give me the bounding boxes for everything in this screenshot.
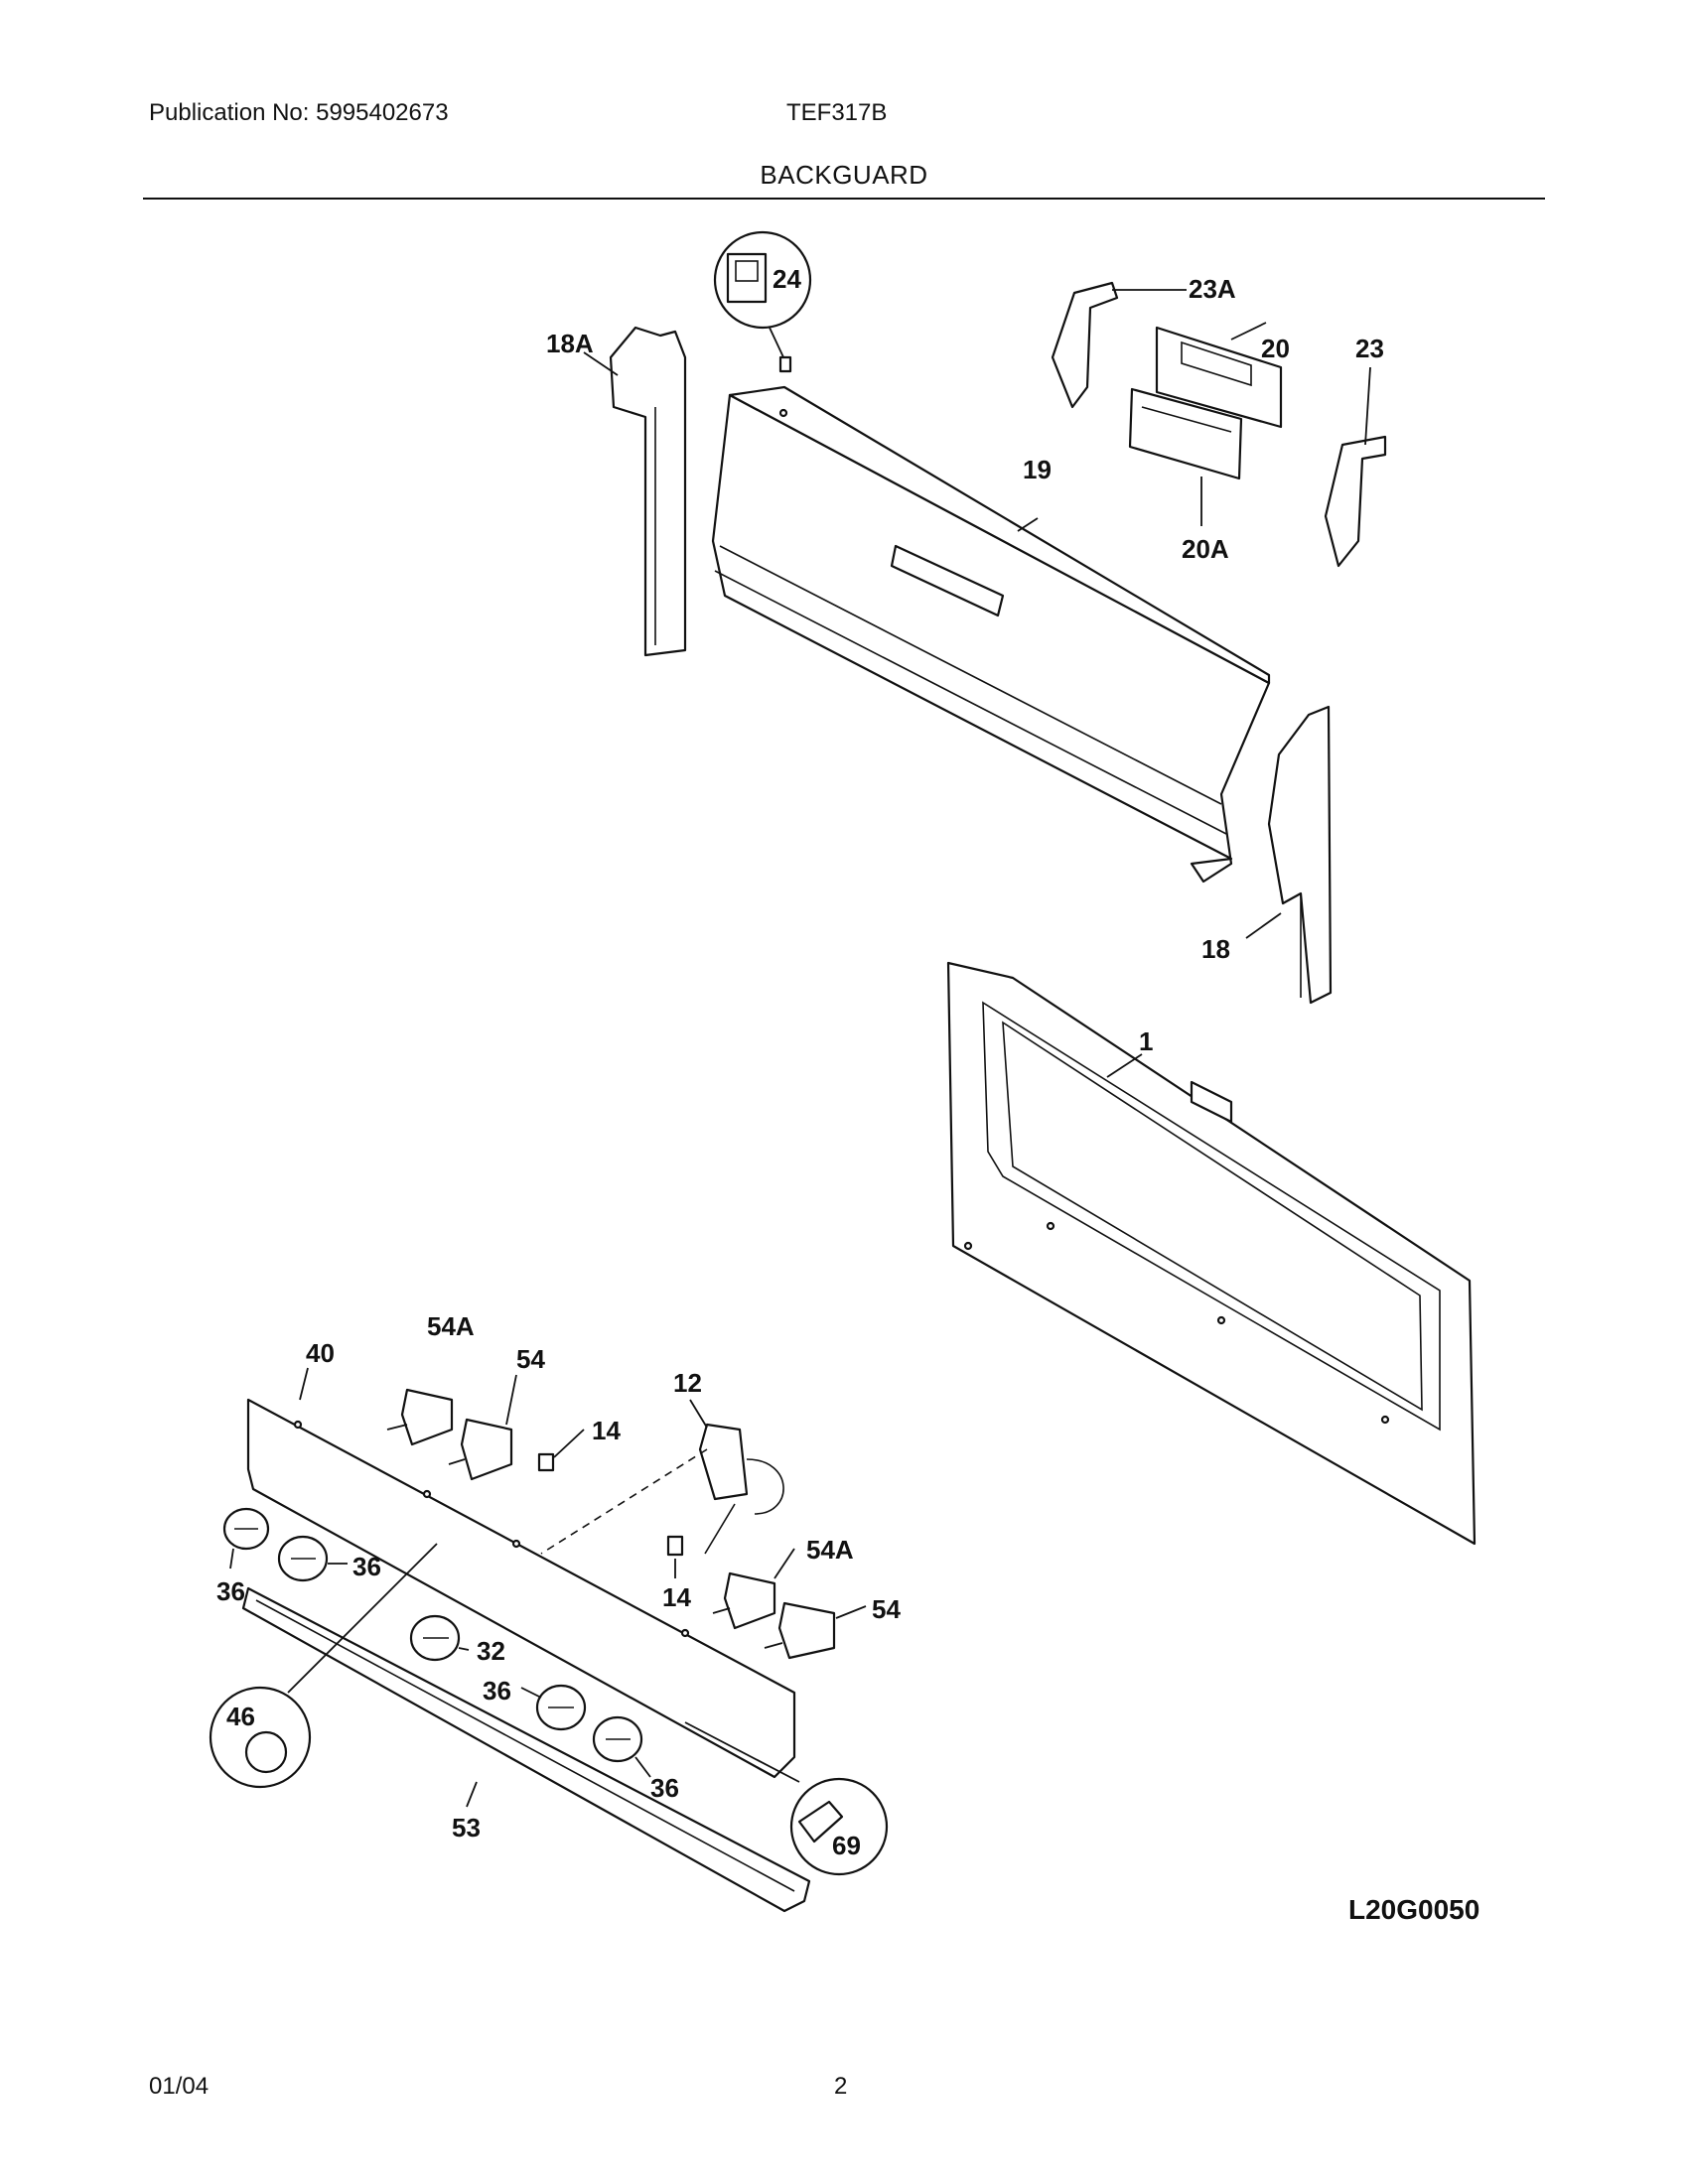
part-18A-end-bracket: [583, 326, 687, 657]
part-14-light-bottom: [666, 1535, 684, 1578]
callout-40: 40: [306, 1338, 335, 1368]
part-19-backguard-panel: [711, 385, 1271, 884]
callout-20A: 20A: [1182, 534, 1229, 564]
part-53-trim: [241, 1586, 811, 1913]
part-40-control-panel: [246, 1367, 796, 1779]
callout-36-third: 36: [483, 1676, 511, 1706]
knob-36-third: [520, 1684, 587, 1731]
section-title: BACKGUARD: [760, 160, 928, 190]
knob-36-left: [222, 1507, 270, 1570]
part-20A-overlay: [1128, 387, 1243, 526]
publication-number: Publication No: 5995402673: [149, 99, 449, 126]
callout-20: 20: [1261, 334, 1290, 363]
part-54A-switch-top: [386, 1388, 454, 1446]
callout-36-fourth: 36: [650, 1773, 679, 1803]
drawing-code: L20G0050: [1348, 1894, 1480, 1925]
part-69-screw: [684, 1721, 889, 1876]
part-12-thermostat: [540, 1399, 784, 1555]
callout-18A: 18A: [546, 329, 594, 358]
callout-54A-right: 54A: [806, 1535, 854, 1565]
model-number: TEF317B: [786, 99, 888, 126]
callout-32: 32: [477, 1636, 505, 1666]
callout-12: 12: [673, 1368, 702, 1398]
part-1-rear-panel: [946, 961, 1477, 1546]
callout-14-top: 14: [592, 1416, 621, 1445]
callout-23: 23: [1355, 334, 1384, 363]
callout-46: 46: [226, 1702, 255, 1731]
part-23-bracket: [1324, 366, 1387, 568]
part-54-switch-right: [764, 1601, 867, 1660]
callout-18: 18: [1201, 934, 1230, 964]
knob-36-second: [277, 1535, 348, 1582]
callout-36-second: 36: [352, 1552, 381, 1581]
callout-54-top: 54: [516, 1344, 545, 1374]
callout-54A-top: 54A: [427, 1311, 475, 1341]
callout-23A: 23A: [1189, 274, 1236, 304]
header-rule: [143, 198, 1545, 200]
page-number: 2: [834, 2073, 848, 2100]
part-54-switch-top: [448, 1374, 517, 1481]
callout-1: 1: [1139, 1026, 1153, 1056]
knob-36-fourth: [592, 1715, 651, 1778]
callout-19: 19: [1023, 455, 1052, 484]
footer-date: 01/04: [149, 2073, 210, 2100]
callout-36-left: 36: [216, 1576, 245, 1606]
callout-54-right: 54: [872, 1594, 901, 1624]
part-24-switch: [713, 230, 812, 373]
part-54A-switch-right: [712, 1548, 795, 1630]
callout-69: 69: [832, 1831, 861, 1860]
callout-53: 53: [452, 1813, 481, 1843]
part-20-clock: [1155, 322, 1283, 429]
part-14-light-top: [537, 1429, 585, 1472]
part-46-button: [209, 1543, 438, 1789]
knob-32: [409, 1614, 470, 1662]
callout-14-bottom: 14: [662, 1582, 691, 1612]
part-23A-bracket: [1051, 281, 1187, 409]
callout-24: 24: [773, 264, 801, 294]
part-18-end-bracket: [1245, 705, 1333, 1005]
